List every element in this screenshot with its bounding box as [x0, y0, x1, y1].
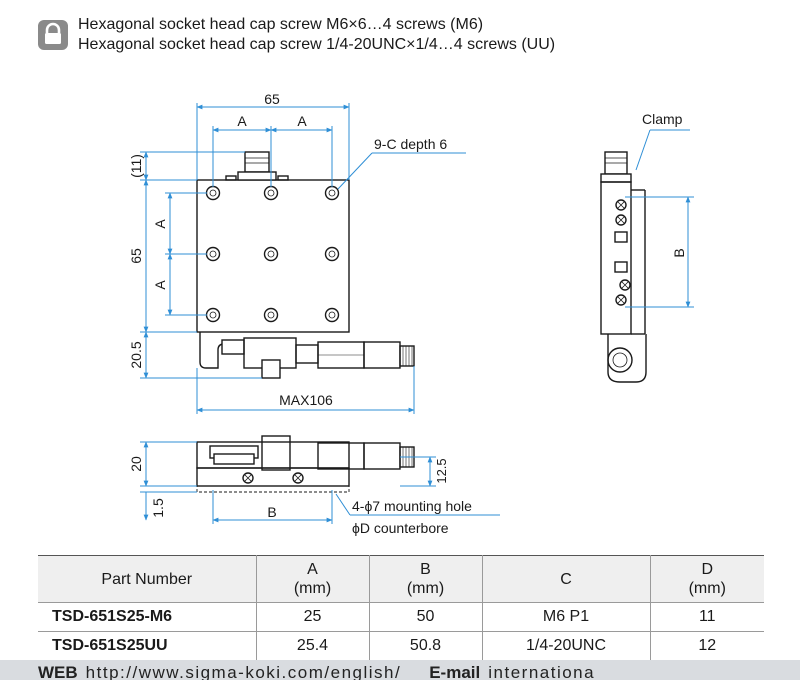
header-c: C	[481, 555, 650, 603]
cell-d: 11	[649, 602, 764, 632]
dim-b-bottom: B	[267, 504, 276, 520]
technical-drawing: 65 A A (11) 65 A A 20.5 MAX106 9-C depth…	[128, 91, 694, 536]
footer-email-label: E-mail	[429, 663, 481, 680]
dim-b-side: B	[671, 248, 687, 257]
side-view	[600, 151, 647, 383]
front-view	[196, 435, 415, 493]
header-d: D(mm)	[649, 555, 764, 603]
dim-a-upper: A	[152, 219, 168, 229]
table-row: TSD-651S25-M6 25 50 M6 P1 11	[38, 602, 764, 632]
top-view	[196, 151, 415, 379]
note-line-1: Hexagonal socket head cap screw M6×6…4 s…	[78, 16, 484, 33]
spec-table-wrap: Part Number A(mm) B(mm) C D(mm) TSD-651S…	[38, 555, 764, 661]
dim-a-left: A	[237, 113, 247, 129]
spec-table: Part Number A(mm) B(mm) C D(mm) TSD-651S…	[38, 555, 764, 661]
micrometer-end	[607, 334, 647, 383]
cell-a: 25.4	[255, 631, 369, 661]
label-mounting-hole: 4-ϕ7 mounting hole	[352, 498, 472, 514]
tapped-holes	[205, 185, 340, 323]
dim-a-right: A	[297, 113, 307, 129]
micrometer-thimble	[399, 345, 415, 367]
label-9c-depth: 9-C depth 6	[374, 136, 447, 152]
side-view-dimensions	[625, 129, 694, 308]
cell-c: M6 P1	[481, 602, 650, 632]
footer-email-link[interactable]: internationa	[488, 663, 596, 680]
dim-20-5: 20.5	[128, 341, 144, 368]
header-part-number: Part Number	[38, 555, 256, 603]
side-body	[600, 181, 632, 335]
lock-icon	[38, 20, 68, 50]
clamp-screw-top	[244, 151, 270, 173]
dim-max106: MAX106	[279, 392, 333, 408]
dim-1-5: 1.5	[150, 498, 166, 518]
table-row: TSD-651S25UU 25.4 50.8 1/4-20UNC 12	[38, 631, 764, 661]
cell-b: 50	[368, 602, 482, 632]
cell-b: 50.8	[368, 631, 482, 661]
header-b: B(mm)	[368, 555, 482, 603]
cell-part: TSD-651S25UU	[38, 631, 256, 661]
cell-part: TSD-651S25-M6	[38, 602, 256, 632]
dim-11: (11)	[128, 154, 144, 178]
dim-12-5: 12.5	[434, 458, 449, 483]
dim-65-side: 65	[128, 248, 144, 264]
cell-d: 12	[649, 631, 764, 661]
note-line-2: Hexagonal socket head cap screw 1/4-20UN…	[78, 36, 556, 53]
footer-web-label: WEB	[38, 663, 78, 680]
front-view-dimensions	[140, 441, 500, 524]
dim-20: 20	[128, 456, 144, 472]
footer-web-link[interactable]: http://www.sigma-koki.com/english/	[85, 663, 402, 680]
footer-bar: WEB http://www.sigma-koki.com/english/E-m…	[0, 660, 800, 680]
cell-a: 25	[255, 602, 369, 632]
label-counterbore: ϕD counterbore	[352, 520, 449, 536]
label-clamp: Clamp	[642, 111, 683, 127]
header-a: A(mm)	[255, 555, 369, 603]
dim-a-lower: A	[152, 280, 168, 290]
dim-65-top: 65	[264, 91, 280, 107]
table-header-row: Part Number A(mm) B(mm) C D(mm)	[38, 555, 764, 603]
cell-c: 1/4-20UNC	[481, 631, 650, 661]
top-view-dimensions	[140, 103, 466, 414]
